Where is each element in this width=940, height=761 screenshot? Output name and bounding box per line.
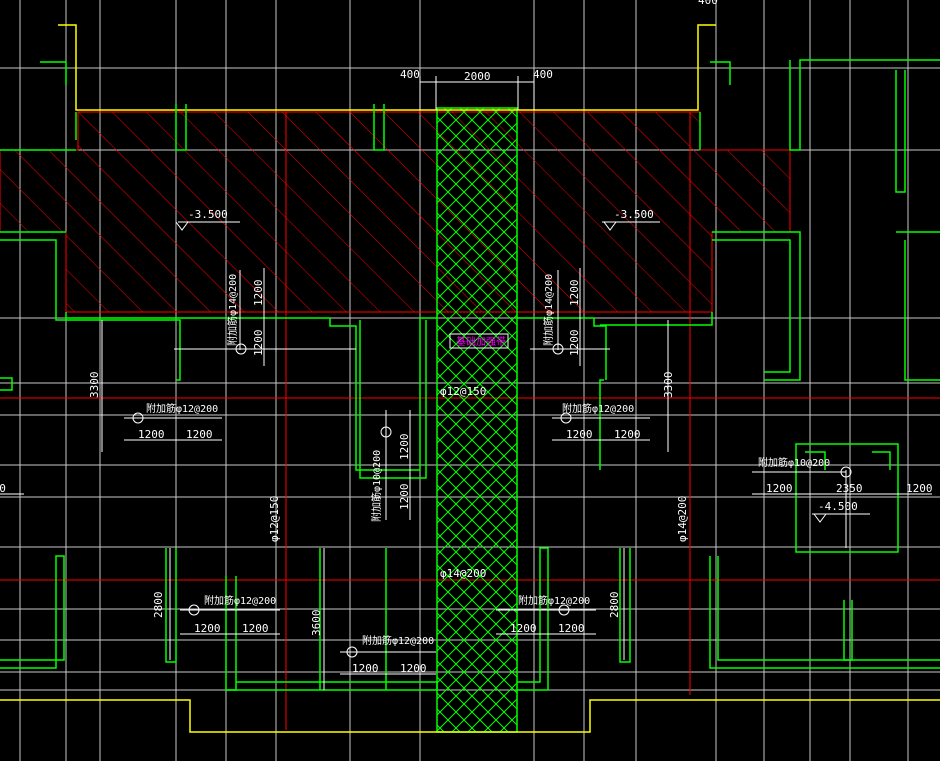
dim-edge-left: 100 [0, 482, 6, 495]
yellow-outline [0, 24, 940, 733]
level-markers [175, 221, 827, 523]
rebar-center-lower: φ14@200 [440, 567, 486, 580]
rebar-center-mid: 附加筋φ10@200 [370, 450, 383, 522]
dim-right-mid-b: 1200 [614, 428, 641, 441]
rebar-pit: 附加筋φ10@200 [758, 456, 830, 469]
dim-3600: 3600 [310, 610, 323, 637]
dim-lower-center-b: 1200 [400, 662, 427, 675]
tag-box [449, 333, 509, 349]
dim-upper-right-a: 1200 [568, 280, 581, 307]
level-pit: -4.500 [818, 500, 858, 513]
strip-tag: 基础加强带 [456, 335, 506, 348]
dim-top-corner: 400 [698, 0, 718, 7]
rebar-circle [188, 604, 200, 616]
rebar-upper-right: 附加筋φ14@200 [542, 274, 555, 346]
rebar-center-top: φ12@150 [440, 385, 486, 398]
dim-pit-c: 1200 [906, 482, 933, 495]
dim-left-mid-b: 1200 [186, 428, 213, 441]
dim-lower-left-a: 1200 [194, 622, 221, 635]
foundation-hatch [0, 111, 791, 313]
wall-outlines [0, 59, 940, 691]
rebar-left-vertical: φ12@150 [268, 496, 281, 542]
rebar-right-vertical: φ14@200 [676, 496, 689, 542]
rebar-upper-left: 附加筋φ14@200 [226, 274, 239, 346]
dim-top-right: 400 [533, 68, 553, 81]
rebar-left-mid: 附加筋φ12@200 [146, 402, 218, 415]
dim-left-3300: 3300 [88, 372, 101, 399]
rebar-lower-right: 附加筋φ12@200 [518, 594, 590, 607]
dim-upper-left-b: 1200 [252, 330, 265, 357]
dim-lower-right-a: 1200 [510, 622, 537, 635]
rebar-circle [346, 646, 358, 658]
rebar-circle [840, 466, 852, 478]
dim-pit-a: 1200 [766, 482, 793, 495]
dim-center-mid-b: 1200 [398, 484, 411, 511]
dim-left-mid-a: 1200 [138, 428, 165, 441]
level-left: -3.500 [188, 208, 228, 221]
rebar-lines [0, 76, 932, 690]
dim-lower-right-b: 1200 [558, 622, 585, 635]
dim-upper-left-a: 1200 [252, 280, 265, 307]
rebar-lower-left: 附加筋φ12@200 [204, 594, 276, 607]
rebar-circle [132, 412, 144, 424]
dim-lower-left-b: 1200 [242, 622, 269, 635]
rebar-circle [235, 343, 247, 355]
rebar-right-mid: 附加筋φ12@200 [562, 402, 634, 415]
dim-center-mid-a: 1200 [398, 434, 411, 461]
level-right: -3.500 [614, 208, 654, 221]
rebar-lower-center: 附加筋φ12@200 [362, 634, 434, 647]
dim-lower-center-a: 1200 [352, 662, 379, 675]
dim-right-3300: 3300 [662, 372, 675, 399]
labels: 400 2000 400 400 -3.500 -3.500 -4.500 基础… [0, 0, 933, 675]
dim-right-mid-a: 1200 [566, 428, 593, 441]
dim-pit-b: 2350 [836, 482, 863, 495]
rebar-circle [560, 412, 572, 424]
strengthening-strip [436, 107, 518, 733]
dim-left-2800: 2800 [152, 592, 165, 619]
dim-top-mid: 2000 [464, 70, 491, 83]
dim-upper-right-b: 1200 [568, 330, 581, 357]
dim-right-2800: 2800 [608, 592, 621, 619]
rebar-circle [552, 343, 564, 355]
rebar-circles [132, 343, 852, 658]
rebar-circle [558, 604, 570, 616]
dim-top-left: 400 [400, 68, 420, 81]
rebar-circle [380, 426, 392, 438]
